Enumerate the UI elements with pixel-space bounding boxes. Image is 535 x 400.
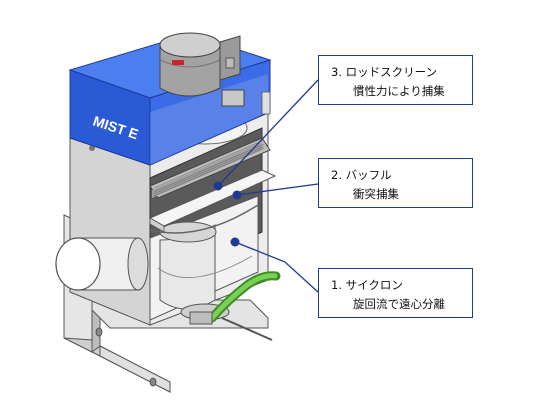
callout-cyclone-number: 1. <box>331 278 342 292</box>
leader-dot-baffle <box>232 190 242 200</box>
leader-line-baffle <box>236 183 319 196</box>
baffle-plate <box>148 169 277 233</box>
leader-line-rod-screen <box>217 79 319 187</box>
callout-rod-screen-label: ロッドスクリーン <box>345 65 438 79</box>
leader-lines <box>213 79 319 293</box>
callout-baffle-description: 衝突捕集 <box>353 187 399 201</box>
leader-line-cyclone <box>234 241 319 293</box>
drain-hose <box>189 271 281 341</box>
callout-rod-screen-title: 3. ロッドスクリーン <box>331 64 437 80</box>
callout-baffle-label: バッフル <box>345 168 392 182</box>
callout-cyclone-title: 1. サイクロン <box>331 277 403 293</box>
callout-rod-screen: 3. ロッドスクリーン 慣性力により捕集 <box>318 55 473 105</box>
callout-baffle-title: 2. バッフル <box>331 167 392 183</box>
callout-rod-screen-description: 慣性力により捕集 <box>353 84 445 98</box>
inlet-duct <box>55 237 149 291</box>
callout-cyclone: 1. サイクロン 旋回流で遠心分離 <box>318 268 473 318</box>
leader-dot-cyclone <box>230 237 240 247</box>
callout-baffle-number: 2. <box>331 168 342 182</box>
motor <box>159 32 245 107</box>
rod-screen <box>149 137 271 199</box>
leader-dot-rod-screen <box>213 181 223 191</box>
callout-cyclone-description: 旋回流で遠心分離 <box>353 297 445 311</box>
callout-baffle: 2. バッフル 衝突捕集 <box>318 158 473 208</box>
callout-rod-screen-number: 3. <box>331 65 342 79</box>
callout-cyclone-label: サイクロン <box>345 278 403 292</box>
